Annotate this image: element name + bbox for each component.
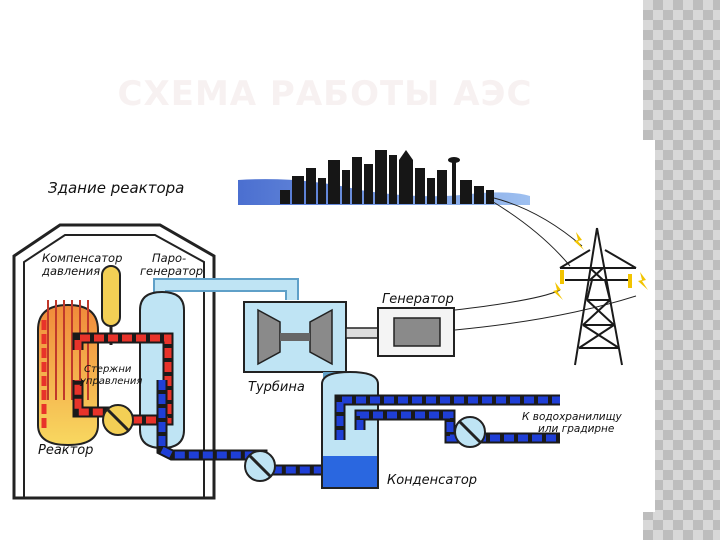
label-reservoir-2: или градирне xyxy=(538,423,614,435)
label-turbine: Турбина xyxy=(248,380,305,395)
side-white-strip xyxy=(643,140,655,512)
turbine xyxy=(243,301,347,373)
power-lines xyxy=(454,197,637,331)
primary-pump xyxy=(102,404,134,436)
transmission-tower xyxy=(559,227,637,366)
label-generator: Генератор xyxy=(382,292,454,307)
label-reactor: Реактор xyxy=(38,443,93,458)
slide-title: СХЕМА РАБОТЫ АЭС xyxy=(117,74,533,114)
label-pressurizer-1: Компенсатор xyxy=(42,251,122,265)
label-steamgen-2: генератор xyxy=(140,264,203,278)
label-pressurizer-2: давления xyxy=(41,264,100,278)
lightning-sparks xyxy=(553,232,648,300)
primary-hot-loop xyxy=(41,320,174,430)
generator xyxy=(377,307,455,357)
label-condenser: Конденсатор xyxy=(387,473,477,488)
label-reservoir-1: К водохранилищу xyxy=(522,411,623,423)
cooling-pump xyxy=(454,416,486,448)
city-skyline xyxy=(238,150,530,205)
side-pattern-panel xyxy=(643,0,720,540)
label-steamgen-1: Паро- xyxy=(152,251,186,265)
cooling-water-loop xyxy=(334,394,560,444)
feedwater-pump xyxy=(244,450,276,482)
condenser xyxy=(321,370,379,489)
label-rods-1: Стержни xyxy=(84,364,132,375)
label-building: Здание реактора xyxy=(48,179,184,197)
label-rods-2: управления xyxy=(79,376,142,387)
